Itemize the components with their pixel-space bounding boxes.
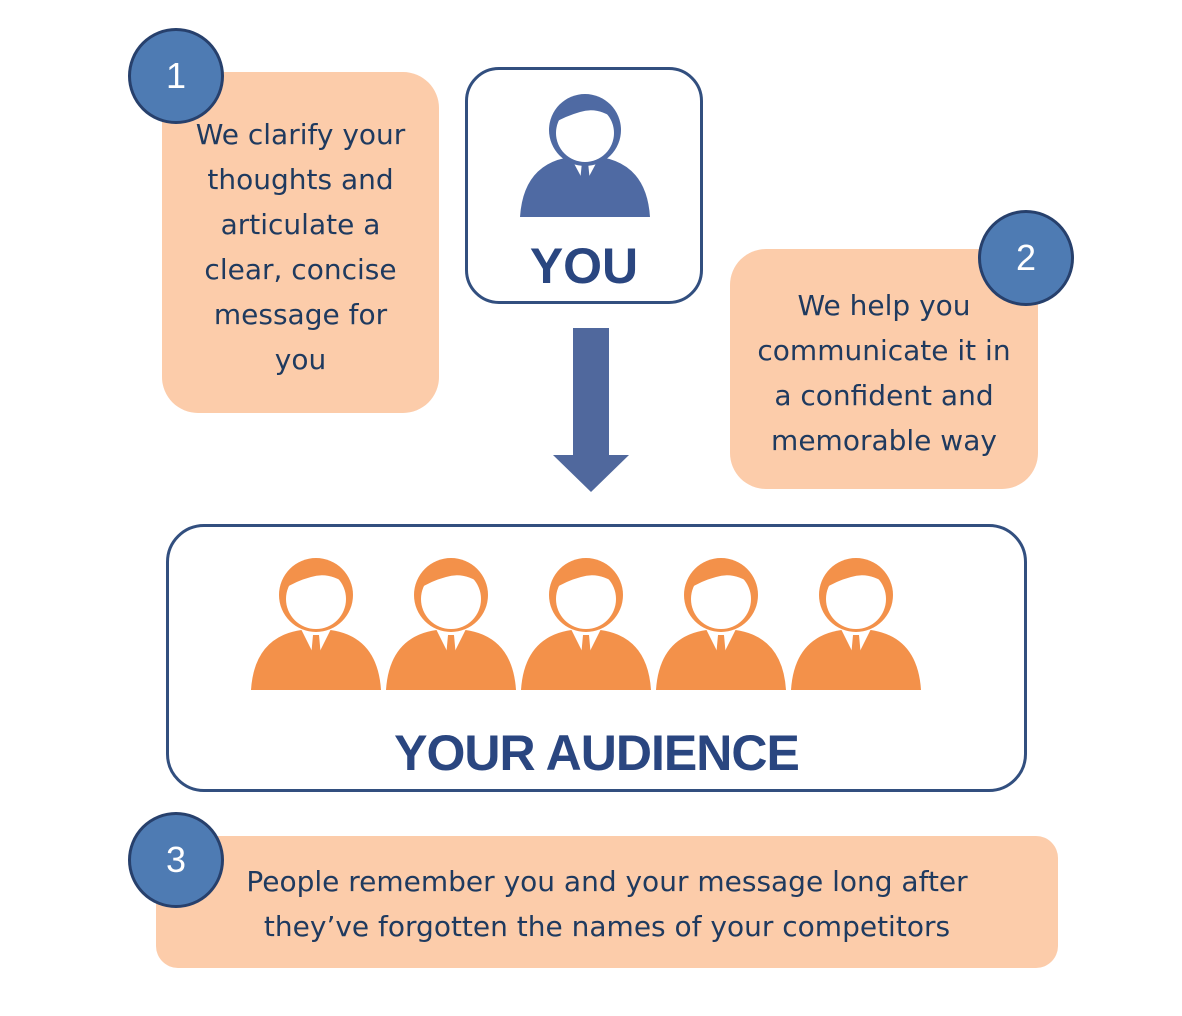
audience-box: YOUR AUDIENCE [166,524,1027,792]
step-2-line: We help you [797,289,971,322]
step-3-line: People remember you and your message lon… [246,865,968,898]
arrow-down-icon [553,328,629,492]
step-1-note: We clarify your thoughts and articulate … [162,72,439,413]
step-2-text: We help you communicate it in a confiden… [757,283,1010,463]
you-box: YOU [465,67,703,304]
step-2-line: memorable way [771,424,997,457]
step-1-line: you [274,342,327,376]
step-1-number: 1 [165,55,187,96]
you-label: YOU [529,238,639,294]
step-1-line: We clarify your [195,117,406,151]
step-3-text: People remember you and your message lon… [246,859,967,949]
step-2-number: 2 [1015,237,1037,278]
audience-person-icon [521,558,651,690]
step-3-number: 3 [165,839,187,880]
audience-person-icon [656,558,786,690]
step-3-note: People remember you and your message lon… [156,836,1058,968]
audience-person-icon [251,558,381,690]
step-1-line: clear, concise [204,252,397,286]
step-1-line: thoughts and [207,162,394,196]
step-2-line: communicate it in [757,334,1011,367]
step-2-line: a confident and [774,379,994,412]
audience-label: YOUR AUDIENCE [394,725,800,781]
step-3-line: they’ve forgotten the names of your comp… [263,910,951,943]
step-1-badge: 1 [128,28,224,124]
step-3-badge: 3 [128,812,224,908]
audience-person-icon [386,558,516,690]
step-1-line: message for [213,297,388,331]
you-person-icon [520,94,650,217]
step-2-badge: 2 [978,210,1074,306]
step-1-line: articulate a [220,207,381,241]
audience-person-icon [791,558,921,690]
step-1-text: We clarify your thoughts and articulate … [196,112,406,382]
step-2-note: We help you communicate it in a confiden… [730,249,1038,489]
